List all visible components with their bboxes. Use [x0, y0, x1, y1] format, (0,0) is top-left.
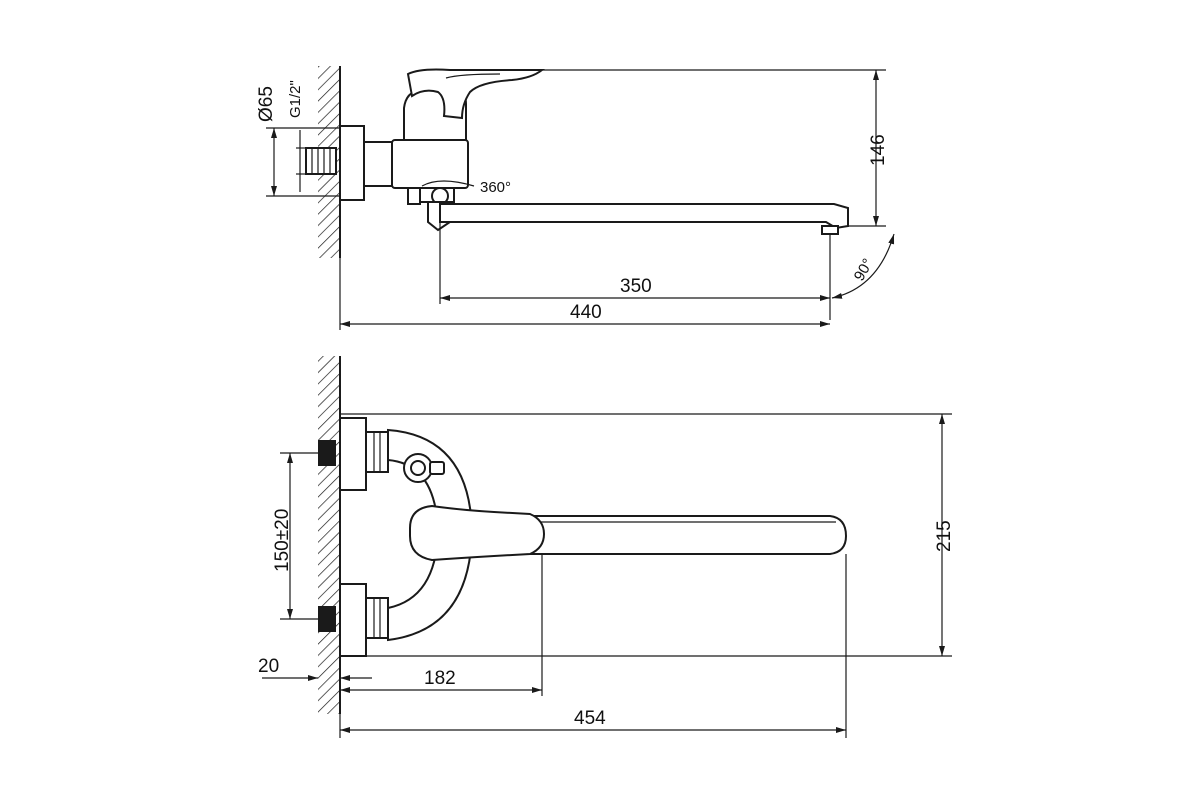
dim-total-length-label: 454: [574, 708, 606, 729]
dim-spout-length-label: 350: [620, 276, 652, 297]
mixer-body: [391, 139, 469, 189]
inlet-thread: [305, 147, 337, 175]
mixer-body-top: [387, 428, 474, 642]
spout-top: [469, 515, 848, 555]
dim-thread-label: G1/2": [287, 80, 304, 118]
dim-angle-label: 90°: [851, 256, 877, 284]
lever-handle-top: [409, 504, 546, 562]
eccentric-connector: [363, 141, 393, 187]
wall-hatch-lower: [318, 356, 340, 714]
dim-height-top-label: 215: [934, 520, 955, 552]
rotation-arc: [421, 180, 475, 187]
dim-offset-label: 20: [258, 656, 279, 677]
aerator: [821, 225, 839, 235]
top-view: 150±20 215 20 182 454: [258, 356, 955, 738]
dim-overall-length-label: 440: [570, 302, 602, 323]
wall-flange: [339, 125, 365, 201]
dim-height-label: 146: [868, 134, 889, 166]
lever-handle: [406, 68, 545, 120]
side-view: 360° Ø65 G1/2" 146 90° 350 440: [256, 66, 895, 330]
dim-handle-reach-label: 182: [424, 668, 456, 689]
dim-diameter-label: Ø65: [256, 86, 277, 122]
diverter-knob-top: [403, 453, 445, 483]
angle-arc: [831, 233, 895, 299]
dim-centers-label: 150±20: [272, 509, 293, 572]
dim-rotation-label: 360°: [480, 179, 511, 196]
spout: [439, 203, 849, 230]
upper-inlet: [318, 417, 389, 491]
